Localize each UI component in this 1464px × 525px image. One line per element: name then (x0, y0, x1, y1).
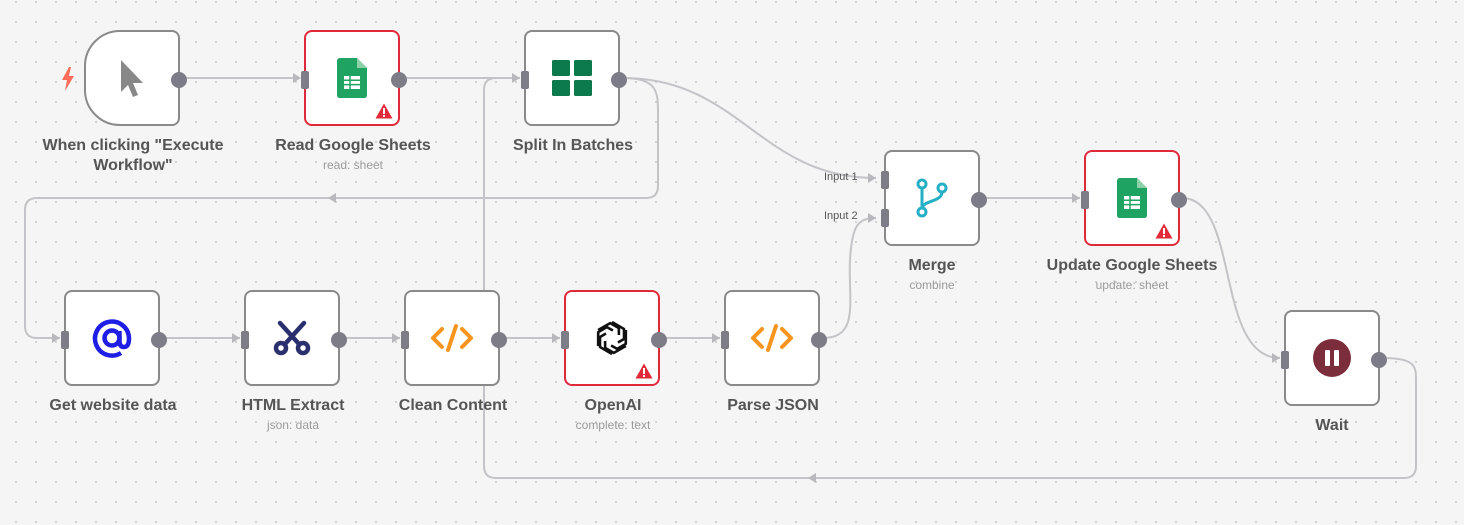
node-label: Split In Batches (512, 137, 634, 154)
node-parse-json[interactable] (721, 290, 827, 386)
cursor-icon (110, 56, 154, 100)
arrow-to-split (512, 73, 520, 83)
merge-input-1-label: Input 1 (824, 171, 858, 183)
openai-icon (590, 316, 634, 360)
output-port[interactable] (1171, 192, 1187, 208)
connection-wait-loop-split[interactable] (483, 77, 1417, 479)
arrow-to-read (293, 73, 301, 83)
connection-parse-merge-2[interactable] (822, 217, 877, 339)
output-port[interactable] (611, 72, 627, 88)
node-label: OpenAI (584, 397, 642, 414)
node-wait[interactable] (1281, 310, 1387, 406)
google-sheets-icon (330, 56, 374, 100)
node-label: Parse JSON (727, 397, 819, 414)
arrow-to-html (232, 333, 240, 343)
arrow-to-openai (552, 333, 560, 343)
node-subtitle: combine (909, 278, 955, 292)
warning-icon (1155, 223, 1173, 239)
input-port-2[interactable] (881, 209, 889, 227)
arrow-loop-left (328, 193, 336, 203)
code-icon (430, 316, 474, 360)
input-port[interactable] (301, 71, 309, 89)
output-port[interactable] (651, 332, 667, 348)
warning-icon (635, 363, 653, 379)
input-port[interactable] (521, 71, 529, 89)
output-port[interactable] (171, 72, 187, 88)
grid-icon (550, 56, 594, 100)
input-port[interactable] (1281, 351, 1289, 369)
input-port[interactable] (561, 331, 569, 349)
google-sheets-icon (1110, 176, 1154, 220)
connection-split-loop-get[interactable] (24, 77, 659, 339)
arrow-to-clean (392, 333, 400, 343)
arrow-to-merge-1 (868, 173, 876, 183)
arrow-to-wait (1272, 353, 1280, 363)
pause-icon (1310, 336, 1354, 380)
node-html-extract[interactable] (241, 290, 347, 386)
node-clean-content[interactable] (401, 290, 507, 386)
node-manual-trigger[interactable] (84, 30, 187, 126)
warning-icon (375, 103, 393, 119)
node-subtitle: read: sheet (322, 158, 384, 172)
node-subtitle: update: sheet (1095, 278, 1169, 292)
node-subtitle: complete: text (575, 418, 651, 432)
node-label: Clean Content (398, 397, 508, 414)
scissors-icon (270, 316, 314, 360)
output-port[interactable] (971, 192, 987, 208)
node-label: Get website data (49, 397, 177, 414)
node-label: When clicking "Execute Workflow" (42, 137, 224, 174)
output-port[interactable] (811, 332, 827, 348)
input-port[interactable] (1081, 191, 1089, 209)
arrow-to-get (52, 333, 60, 343)
trigger-bolt-icon (62, 67, 74, 91)
connection-update-wait[interactable] (1182, 197, 1281, 359)
node-read-google-sheets[interactable] (301, 30, 407, 126)
node-label: HTML Extract (241, 397, 345, 414)
output-port[interactable] (491, 332, 507, 348)
arrow-to-update (1072, 193, 1080, 203)
connection-split-merge-1[interactable] (622, 77, 877, 179)
output-port[interactable] (391, 72, 407, 88)
merge-icon (910, 176, 954, 220)
node-split-in-batches[interactable] (521, 30, 627, 126)
output-port[interactable] (331, 332, 347, 348)
node-update-google-sheets[interactable] (1081, 150, 1187, 246)
node-subtitle: json: data (266, 418, 320, 432)
node-label: Merge (908, 257, 956, 274)
arrow-loop-back (808, 473, 816, 483)
node-label: Wait (1315, 417, 1349, 434)
arrow-to-merge-2 (868, 213, 876, 223)
input-port[interactable] (401, 331, 409, 349)
input-port-1[interactable] (881, 171, 889, 189)
node-openai[interactable] (561, 290, 667, 386)
node-label: Update Google Sheets (1046, 257, 1218, 274)
at-icon (90, 316, 134, 360)
arrow-to-parse (712, 333, 720, 343)
input-port[interactable] (61, 331, 69, 349)
input-port[interactable] (721, 331, 729, 349)
input-port[interactable] (241, 331, 249, 349)
code-icon (750, 316, 794, 360)
node-label: Read Google Sheets (275, 137, 431, 154)
node-merge[interactable] (881, 150, 987, 246)
output-port[interactable] (1371, 352, 1387, 368)
output-port[interactable] (151, 332, 167, 348)
node-get-website-data[interactable] (61, 290, 167, 386)
merge-input-2-label: Input 2 (824, 210, 858, 222)
